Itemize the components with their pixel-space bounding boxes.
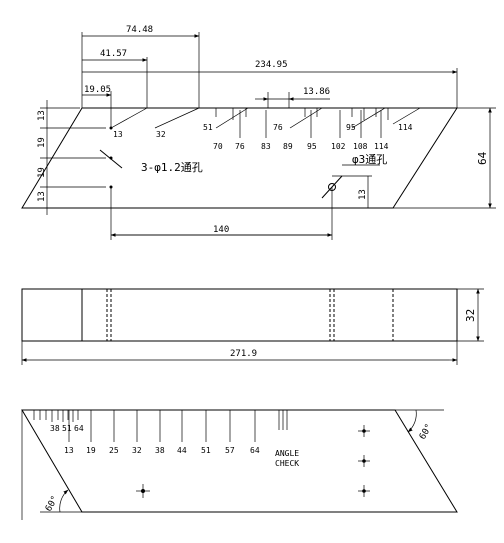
note-large-hole: φ3通孔 [352,153,387,166]
dim-64: 64 [476,151,489,165]
bottom-view-outline [21,409,458,513]
dim-13-bot: 13 [37,191,47,202]
scale-114a: 114 [374,142,389,151]
scale-89: 89 [283,142,293,151]
hole-label-32: 32 [156,130,166,139]
dim-140: 140 [213,225,229,235]
mark-38: 38 [50,424,60,433]
cross-hole-r2 [358,455,370,467]
dim-13-86: 13.86 [303,87,330,97]
top-view: 74.48 41.57 234.95 19.05 13.86 13 19 19 … [21,25,496,240]
cross-marks [136,425,370,498]
dim-19-a: 19 [37,137,47,148]
angle-check-line1: ANGLE [275,449,299,458]
cross-hole-r3 [358,485,370,497]
dim-41-57: 41.57 [100,49,127,59]
scale-57: 57 [225,446,235,455]
scale-13: 13 [64,446,74,455]
scale-38: 38 [155,446,165,455]
scale-51: 51 [201,446,211,455]
hole-3 [109,185,113,189]
hole-large [328,183,336,191]
scale-114b: 114 [398,123,413,132]
scale-19: 19 [86,446,96,455]
scale-102: 102 [331,142,346,151]
dim-234-95: 234.95 [255,60,288,70]
top-scale [215,107,421,138]
scale-51: 51 [203,123,213,132]
scale-76a: 76 [235,142,245,151]
scale-95b: 95 [346,123,356,132]
bottom-scale-ticks [33,410,288,442]
cross-hole-r1 [358,425,370,437]
angle-right-60: 60° [418,422,435,441]
cross-hole-left [136,484,150,498]
bottom-view: 38 51 64 13 19 25 32 38 44 51 57 64 ANGL… [21,409,458,520]
scale-25: 25 [109,446,119,455]
dim-13-right: 13 [358,189,368,200]
dim-19-b: 19 [37,167,47,178]
note-small-holes: 3-φ1.2通孔 [141,161,203,174]
mark-51: 51 [62,424,72,433]
scale-83: 83 [261,142,271,151]
dim-length-271-9: 271.9 [230,349,257,359]
dim-19-05: 19.05 [84,85,111,95]
dim-74-48: 74.48 [126,25,153,35]
scale-108: 108 [353,142,368,151]
middle-view: 32 271.9 [21,288,484,365]
dim-13-top: 13 [37,110,47,121]
dim-width-32: 32 [464,309,477,322]
hole-label-13: 13 [113,130,123,139]
angle-left-60: 60° [44,494,61,513]
middle-view-outline [21,288,458,342]
scale-95a: 95 [307,142,317,151]
scale-76b: 76 [273,123,283,132]
mark-64: 64 [74,424,84,433]
scale-70: 70 [213,142,223,151]
scale-44: 44 [177,446,187,455]
scale-64: 64 [250,446,260,455]
angle-check-line2: CHECK [275,459,299,468]
scale-32: 32 [132,446,142,455]
